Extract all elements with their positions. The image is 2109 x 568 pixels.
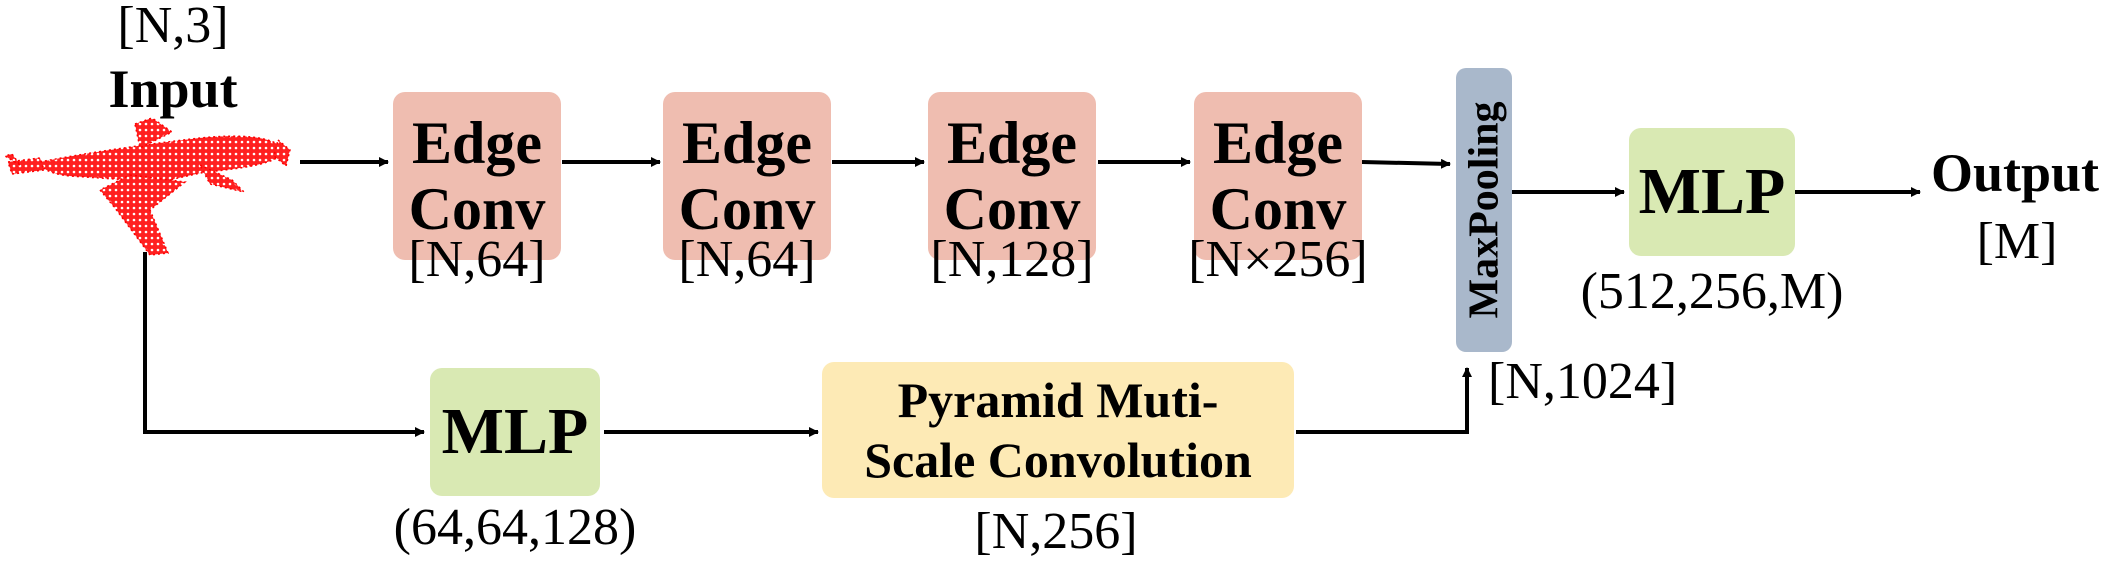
arrow-edgeconv4-to-maxpool <box>1361 158 1451 169</box>
edge-conv-block-4: Edge Conv <box>1194 92 1362 260</box>
airplane-point-cloud-icon <box>3 117 291 256</box>
edge-conv-block-3-line2: Conv <box>943 176 1081 242</box>
edge-conv-block-2-line2: Conv <box>678 176 816 242</box>
output-shape: [M] <box>1976 213 2058 270</box>
input-shape: [N,3] <box>117 0 229 54</box>
maxpooling-label: MaxPooling <box>1461 101 1507 319</box>
maxpooling-block: MaxPooling <box>1456 68 1512 352</box>
mlp-top-label: MLP <box>1638 155 1786 228</box>
mlp-top-block: MLP <box>1629 128 1795 256</box>
edge-conv-block-4-line2: Conv <box>1209 176 1347 242</box>
mlp-bottom-label: MLP <box>441 395 589 468</box>
edge-conv-block-1-line1: Edge <box>411 110 543 176</box>
arrow-pyramid-to-maxpool <box>1296 367 1472 434</box>
mlp-bottom-dims: (64,64,128) <box>393 499 637 556</box>
edge-conv-block-1-line2: Conv <box>408 176 546 242</box>
edge-conv-block-3: Edge Conv <box>928 92 1096 260</box>
maxpooling-shape: [N,1024] <box>1488 353 1678 410</box>
arrow-input-to-mlp-bottom <box>143 252 425 437</box>
mlp-bottom-block: MLP <box>430 368 600 496</box>
edge-conv-3-shape: [N,128] <box>930 231 1094 288</box>
edge-conv-1-shape: [N,64] <box>408 231 546 288</box>
input-label: Input <box>108 59 238 119</box>
pyramid-line2: Scale Convolution <box>864 432 1252 488</box>
edge-conv-block-4-line1: Edge <box>1212 110 1344 176</box>
pyramid-multiscale-conv-block: Pyramid Muti- Scale Convolution <box>822 362 1294 498</box>
edge-conv-block-3-line1: Edge <box>946 110 1078 176</box>
pyramid-shape: [N,256] <box>974 503 1138 560</box>
edge-conv-2-shape: [N,64] <box>678 231 816 288</box>
edge-conv-block-1: Edge Conv <box>393 92 561 260</box>
edge-conv-block-2-line1: Edge <box>681 110 813 176</box>
mlp-top-dims: (512,256,M) <box>1580 263 1844 320</box>
pyramid-line1: Pyramid Muti- <box>897 372 1219 428</box>
edge-conv-4-shape: [N×256] <box>1188 231 1368 288</box>
edge-conv-block-2: Edge Conv <box>663 92 831 260</box>
output-label: Output <box>1930 143 2100 203</box>
